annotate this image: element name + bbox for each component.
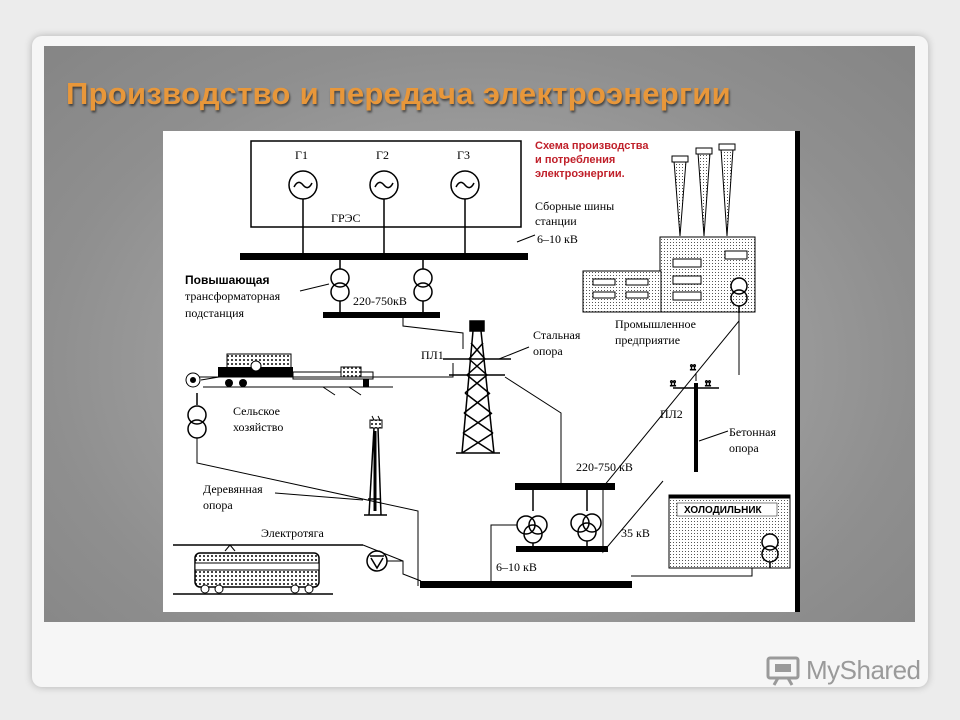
power-diagram: ГРЭС Г1 Г2 Г3 Схема производства и потре…: [163, 131, 800, 612]
factory: [582, 143, 756, 313]
industry-label-line1: Промышленное: [615, 317, 696, 331]
agriculture-label-line2: хозяйство: [233, 420, 283, 434]
wooden-tower: [364, 415, 387, 516]
steel-tower: [443, 320, 511, 454]
agriculture-truck: [185, 353, 393, 396]
rectifier-symbol: [366, 550, 422, 582]
steel-tower-label-line2: опора: [533, 344, 563, 358]
step-up-label-line2: трансформаторная: [185, 289, 281, 303]
busbar-label-line2: станции: [535, 214, 577, 228]
wooden-tower-label-line1: Деревянная: [203, 482, 263, 496]
insulator-right: ⟟⟟: [705, 379, 711, 388]
line2-label: ПЛ2: [660, 407, 683, 421]
projector-icon: [766, 656, 800, 686]
traction-label: Электротяга: [261, 526, 325, 540]
step-up-label-line3: подстанция: [185, 306, 244, 320]
generator-label-g1: Г1: [295, 148, 308, 162]
station-box: [250, 140, 522, 228]
substation-lv-busbar: [516, 546, 608, 552]
substation-hv-busbar: [515, 483, 615, 490]
insulator-left: ⟟⟟: [670, 379, 676, 388]
generator-label-g2: Г2: [376, 148, 389, 162]
high-voltage-label: 220-750 кВ: [576, 460, 633, 474]
slide-title: Производство и передача электроэнергии: [66, 76, 731, 111]
industry-label-line2: предприятие: [615, 333, 680, 347]
insulator-top: ⟟⟟: [690, 363, 696, 372]
voltage-35kv-label: 35 кВ: [621, 526, 650, 540]
concrete-tower: ⟟⟟ ⟟⟟ ⟟⟟: [670, 363, 719, 472]
agriculture-label-line1: Сельское: [233, 404, 280, 418]
line-to-substation: [504, 376, 562, 483]
step-up-transformer-2: [413, 260, 433, 312]
station-label: ГРЭС: [331, 211, 361, 225]
power-diagram-svg: ГРЭС Г1 Г2 Г3 Схема производства и потре…: [173, 131, 800, 612]
station-busbar: [240, 253, 528, 260]
diagram-caption-line1: Схема производства: [535, 140, 649, 152]
generator-label-g3: Г3: [457, 148, 470, 162]
diagram-caption-line3: электроэнергии.: [535, 168, 625, 180]
diagram-border: [795, 131, 800, 612]
agriculture-transformer: [187, 393, 419, 586]
steel-tower-label-line1: Стальная: [533, 328, 581, 342]
refrigerator-plant: [668, 494, 791, 569]
busbar-label-line1: Сборные шины: [535, 199, 614, 213]
electric-train: [173, 544, 333, 595]
concrete-tower-label-line2: опора: [729, 441, 759, 455]
generator-g1: [288, 170, 318, 256]
wooden-tower-label-line2: опора: [203, 498, 233, 512]
concrete-tower-label-line1: Бетонная: [729, 425, 776, 439]
diagram-caption-line2: и потребления: [535, 154, 615, 166]
substation-transformer-1: [490, 490, 548, 583]
generator-g2: [369, 170, 399, 256]
step-up-voltage-label: 220-750кВ: [353, 294, 407, 308]
distribution-busbar: [420, 581, 632, 588]
generator-g3: [450, 170, 480, 256]
step-up-transformer-1: [330, 260, 350, 312]
step-up-busbar: [323, 312, 440, 318]
low-voltage-label: 6–10 кВ: [496, 560, 537, 574]
watermark: MyShared: [766, 655, 921, 686]
busbar-voltage-label: 6–10 кВ: [537, 232, 578, 246]
refrigerator-label: ХОЛОДИЛЬНИК: [684, 505, 763, 516]
step-up-label-line1: Повышающая: [185, 273, 269, 287]
line1-label: ПЛ1: [421, 348, 444, 362]
line-to-tower: [402, 318, 464, 349]
watermark-text: MyShared: [806, 655, 921, 685]
